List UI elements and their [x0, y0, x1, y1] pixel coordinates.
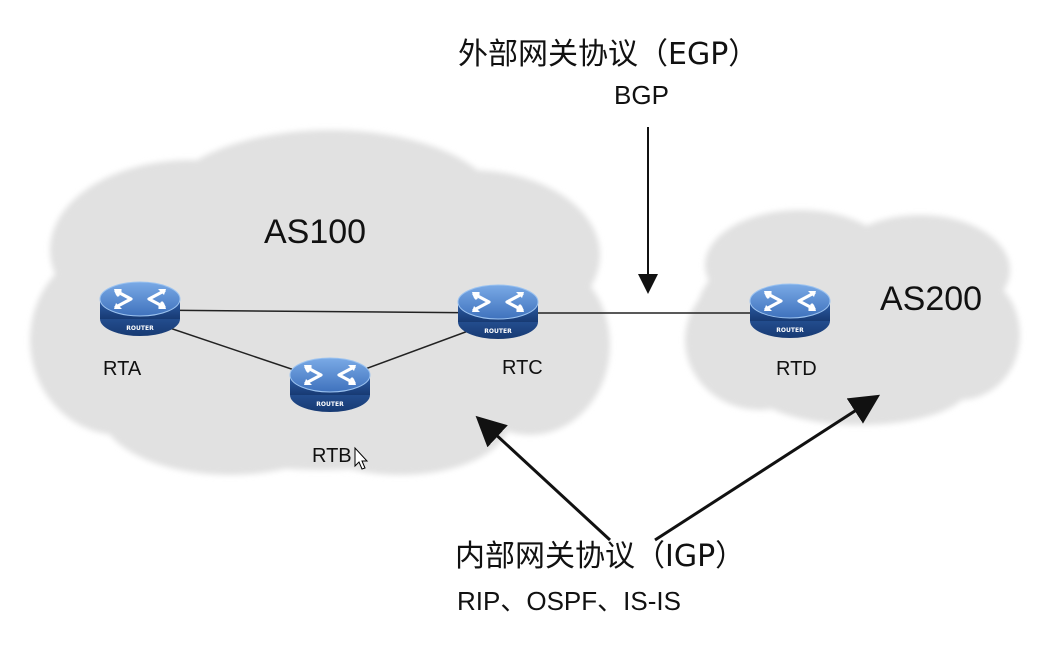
router-rtb-label: RTB [312, 445, 352, 467]
as100-label: AS100 [264, 213, 366, 251]
link-rta-rtc [139, 309, 499, 314]
router-rta: ROUTER [98, 280, 182, 338]
router-rtb: ROUTER [288, 356, 372, 414]
egp-title: 外部网关协议（EGP） [458, 37, 758, 72]
router-rtd: ROUTER [748, 282, 832, 340]
as200-cloud [685, 210, 1020, 425]
as100-cloud [30, 130, 610, 475]
igp-arrow-as100 [475, 415, 612, 542]
egp-subtitle: BGP [614, 80, 669, 110]
router-rtc-label: RTC [502, 357, 543, 379]
router-rtb-badge: ROUTER [316, 401, 344, 408]
igp-title: 内部网关协议（IGP） [455, 539, 745, 574]
router-rta-label: RTA [103, 358, 142, 380]
igp-arrow-as200 [654, 394, 881, 542]
router-rtd-badge: ROUTER [776, 327, 804, 334]
mouse-cursor-icon [354, 446, 369, 470]
router-rtc-badge: ROUTER [484, 328, 512, 335]
as200-label: AS200 [880, 280, 982, 318]
router-rta-badge: ROUTER [126, 325, 154, 332]
router-rtd-label: RTD [776, 358, 817, 380]
igp-subtitle: RIP、OSPF、IS-IS [457, 586, 681, 616]
router-rtc: ROUTER [456, 283, 540, 341]
